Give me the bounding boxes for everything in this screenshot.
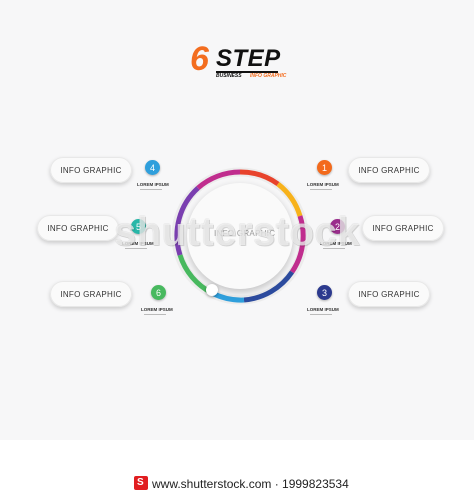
step-6-badge: 6 [151,285,166,300]
title-subtitle-infographic: INFO GRAPHIC [250,73,287,79]
infographic-canvas: 6 STEP BUSINESS INFO GRAPHIC INFO GRAPHI… [37,42,444,315]
ring-arc-purple [289,215,306,274]
title-logo: 6 STEP BUSINESS INFO GRAPHIC [190,42,300,82]
step-5-badge: 5 [131,219,146,234]
shutterstock-logo-icon: S [134,476,148,490]
ring-arc-navy [243,270,295,303]
step-6-pill: INFO GRAPHIC [50,281,132,307]
title-subtitle-business: BUSINESS [216,73,242,79]
step-2-pill: INFO GRAPHIC [362,215,444,241]
title-underline [216,71,278,73]
ring-arc-orange [276,182,303,217]
step-4-badge: 4 [145,160,160,175]
center-ring [171,167,309,305]
step-3-caption: LOREM IPSUM [307,307,339,312]
center-label: INFO GRAPHIC [214,229,276,238]
step-2-badge: 2 [330,219,345,234]
footer-bar: S www.shutterstock.com · 1999823534 [0,440,474,491]
step-3-pill: INFO GRAPHIC [348,281,430,307]
step-1-badge: 1 [317,160,332,175]
step-2-caption-line [323,248,345,249]
ring-arc-red [239,169,280,187]
ring-arc-violet [174,186,200,256]
step-3-badge: 3 [317,285,332,300]
title-number: 6 [190,40,209,78]
step-3-caption-line [310,314,332,315]
step-5-caption: LOREM IPSUM [122,241,154,246]
step-1-caption-line [310,189,332,190]
step-4-caption-line [140,189,162,190]
ring-arc-magenta [196,169,241,190]
step-5-pill: INFO GRAPHIC [37,215,119,241]
step-6-caption: LOREM IPSUM [141,307,173,312]
step-4-pill: INFO GRAPHIC [50,157,132,183]
step-1-caption: LOREM IPSUM [307,182,339,187]
step-1-pill: INFO GRAPHIC [348,157,430,183]
ring-knob [206,284,218,296]
footer-text: www.shutterstock.com · 1999823534 [152,477,349,491]
step-2-caption: LOREM IPSUM [320,241,352,246]
title-word: STEP [216,45,281,72]
step-6-caption-line [144,314,166,315]
watermark: shutterstock [113,210,361,254]
center-disc [187,183,293,289]
step-4-caption: LOREM IPSUM [137,182,169,187]
logo-glyph: S [137,477,144,488]
step-5-caption-line [125,248,147,249]
